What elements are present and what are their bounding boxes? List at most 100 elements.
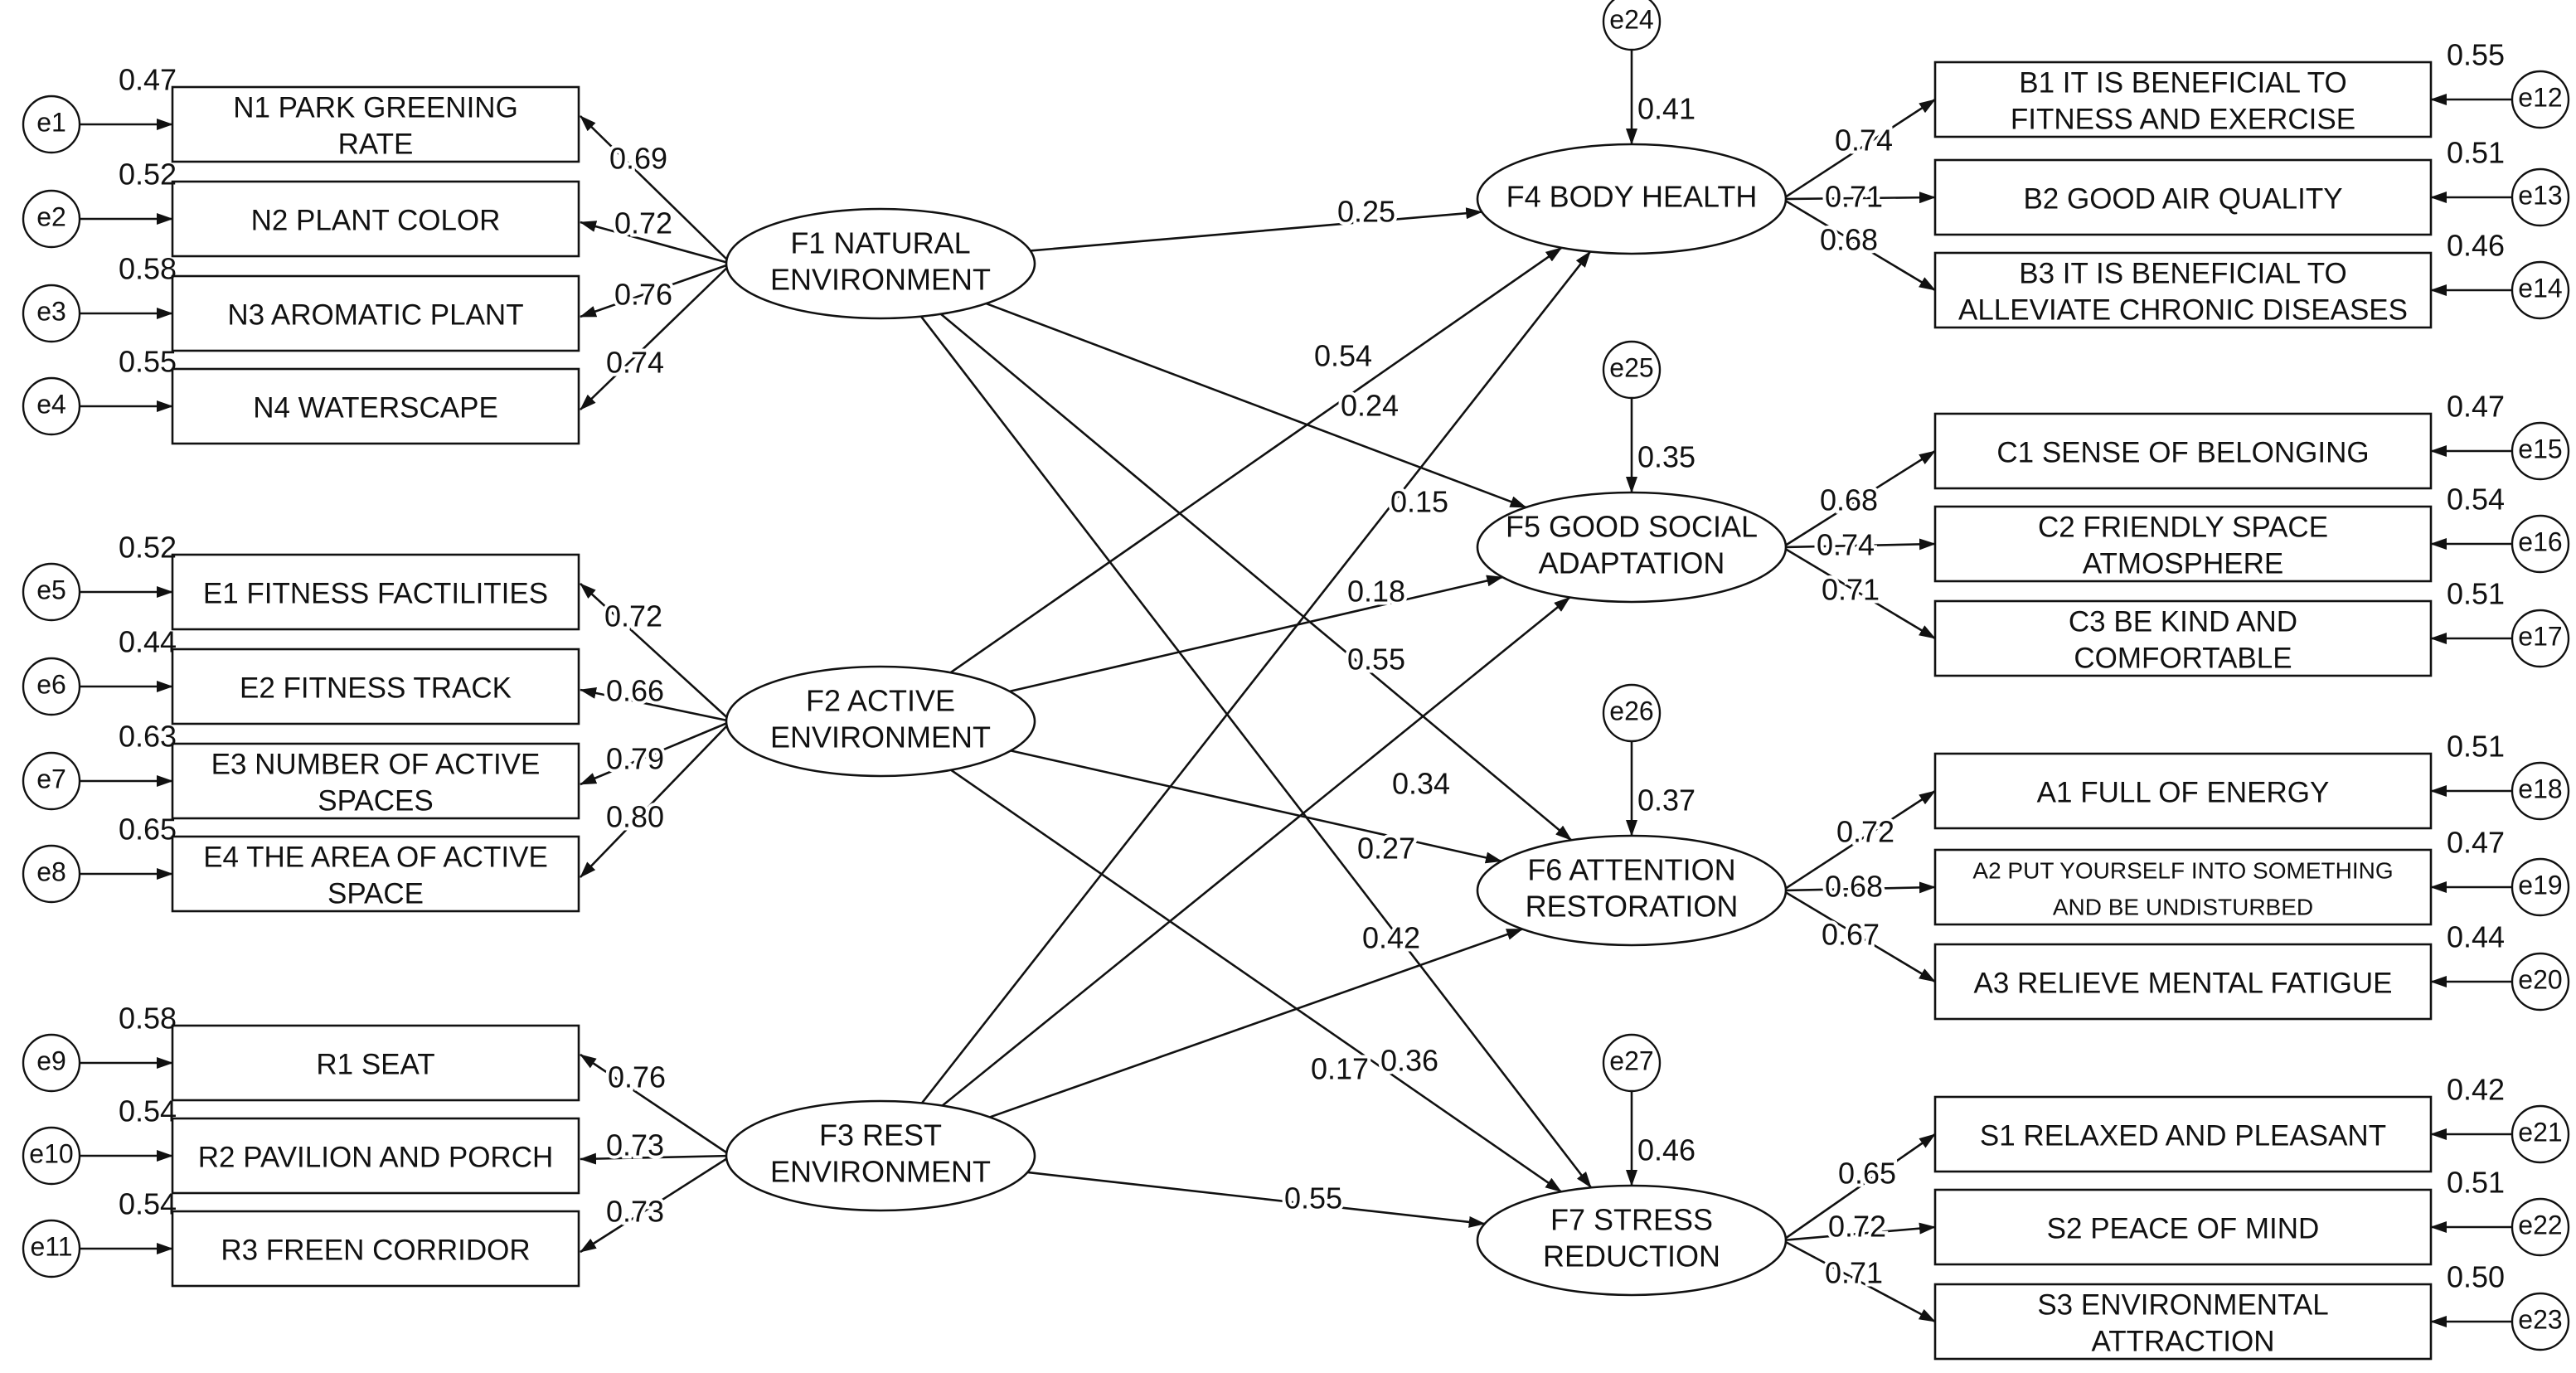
indicator-label: COMFORTABLE — [2074, 642, 2292, 674]
indicator-box — [171, 742, 580, 820]
factor-loading: 0.73 — [606, 1128, 664, 1162]
squared-multiple-correlation: 0.51 — [2447, 1166, 2505, 1200]
error-circle — [22, 1033, 81, 1093]
loading-path — [1782, 889, 1936, 983]
error-circle — [22, 844, 81, 904]
latent-factor-f4 — [1476, 143, 1788, 255]
squared-multiple-correlation: 0.52 — [119, 531, 177, 565]
latent-factor-f7 — [1476, 1184, 1788, 1297]
path-coefficient: 0.24 — [1341, 389, 1399, 423]
path-coefficient: 0.15 — [1390, 485, 1448, 519]
path-coefficient: 0.54 — [1314, 339, 1372, 373]
indicator-box — [171, 180, 580, 258]
indicator-box — [171, 274, 580, 352]
loading-path — [580, 687, 732, 723]
indicator-box — [171, 85, 580, 163]
disturbance-variance: 0.37 — [1637, 784, 1696, 817]
disturbance-circle — [1602, 340, 1662, 400]
indicator-label: A2 PUT YOURSELF INTO SOMETHING — [1972, 857, 2393, 883]
loading-path — [1782, 1133, 1936, 1242]
path-coefficient: 0.18 — [1347, 575, 1405, 609]
error-label: e21 — [2518, 1117, 2562, 1147]
loading-path — [1782, 1222, 1936, 1242]
indicator-label: E4 THE AREA OF ACTIVE — [203, 841, 548, 873]
error-circle — [22, 1219, 81, 1278]
structural-path-F3-F5 — [941, 596, 1571, 1107]
path-lines — [80, 50, 2512, 1327]
loading-path — [1782, 98, 1936, 201]
indicator-box — [171, 835, 580, 913]
factor-loading: 0.67 — [1822, 918, 1880, 952]
indicator-label: E2 FITNESS TRACK — [240, 672, 512, 704]
latent-factor-f2 — [725, 665, 1036, 778]
indicator-label: SPACES — [318, 784, 433, 817]
indicator-label: S2 PEACE OF MIND — [2047, 1212, 2320, 1244]
indicator-label: R2 PAVILION AND PORCH — [198, 1141, 554, 1173]
error-label: e6 — [36, 669, 66, 699]
indicator-box — [171, 1210, 580, 1288]
structural-path-F3-F4 — [920, 250, 1592, 1104]
error-circle — [2511, 421, 2570, 481]
squared-multiple-correlation: 0.51 — [2447, 136, 2505, 170]
factor-loading: 0.72 — [614, 206, 672, 240]
error-label: e2 — [36, 201, 66, 231]
squared-multiple-correlation: 0.42 — [2447, 1073, 2505, 1107]
squared-multiple-correlation: 0.47 — [119, 63, 177, 97]
indicator-label: E1 FITNESS FACTILITIES — [203, 577, 548, 609]
disturbance-label: e24 — [1609, 4, 1653, 34]
error-circle — [22, 189, 81, 249]
latent-factor-f6 — [1476, 834, 1788, 947]
indicator-label: E3 NUMBER OF ACTIVE — [211, 748, 541, 780]
disturbance-variance: 0.41 — [1637, 92, 1696, 126]
factor-label: ENVIRONMENT — [770, 263, 991, 297]
loading-path — [1782, 789, 1936, 892]
factor-label: F5 GOOD SOCIAL — [1506, 510, 1758, 544]
indicator-box — [171, 367, 580, 445]
error-circle — [2511, 761, 2570, 821]
factor-loading: 0.76 — [614, 278, 672, 312]
error-circle — [22, 284, 81, 343]
indicator-label: ALLEVIATE CHRONIC DISEASES — [1958, 294, 2408, 326]
structural-path-F1-F5 — [985, 302, 1527, 509]
error-label: e13 — [2518, 180, 2562, 210]
indicator-box — [171, 1024, 580, 1102]
loading-path — [1782, 881, 1936, 894]
disturbance-variance: 0.35 — [1637, 440, 1696, 474]
error-label: e5 — [36, 575, 66, 604]
error-circle — [2511, 167, 2570, 227]
factor-label: F1 NATURAL — [790, 226, 970, 260]
error-label: e19 — [2518, 870, 2562, 900]
structural-path-F1-F7 — [919, 315, 1593, 1189]
error-label: e7 — [36, 764, 66, 793]
indicator-label: FITNESS AND EXERCISE — [2011, 103, 2355, 135]
error-circle — [2511, 1197, 2570, 1257]
error-label: e12 — [2518, 82, 2562, 112]
squared-multiple-correlation: 0.52 — [119, 158, 177, 192]
indicator-label: N2 PLANT COLOR — [251, 204, 501, 236]
factor-label: RESTORATION — [1526, 890, 1739, 924]
indicator-box — [1933, 251, 2433, 329]
factor-label: F7 STRESS — [1550, 1203, 1713, 1237]
error-circle — [2511, 1292, 2570, 1351]
indicator-box — [1933, 412, 2433, 490]
indicator-label: B1 IT IS BENEFICIAL TO — [2019, 66, 2347, 99]
factor-loading: 0.74 — [1835, 124, 1893, 158]
indicator-label: A3 RELIEVE MENTAL FATIGUE — [1973, 967, 2392, 999]
indicator-label: B2 GOOD AIR QUALITY — [2023, 182, 2342, 215]
indicator-label: S1 RELAXED AND PLEASANT — [1980, 1119, 2386, 1152]
structural-path-F2-F6 — [1010, 750, 1502, 864]
loading-path — [580, 263, 732, 410]
latent-factor-f5 — [1476, 491, 1788, 604]
error-label: e20 — [2518, 964, 2562, 994]
error-circle — [2511, 609, 2570, 668]
squared-multiple-correlation: 0.54 — [119, 1094, 177, 1128]
factor-loading: 0.71 — [1822, 573, 1880, 607]
indicator-label: A1 FULL OF ENERGY — [2037, 776, 2330, 808]
squared-multiple-correlation: 0.46 — [2447, 229, 2505, 263]
indicator-box — [171, 553, 580, 631]
indicator-box — [1933, 752, 2433, 830]
factor-loading: 0.73 — [606, 1195, 664, 1229]
factor-label: F2 ACTIVE — [806, 684, 955, 718]
factor-label: ENVIRONMENT — [770, 720, 991, 754]
indicator-label: C2 FRIENDLY SPACE — [2038, 511, 2328, 543]
